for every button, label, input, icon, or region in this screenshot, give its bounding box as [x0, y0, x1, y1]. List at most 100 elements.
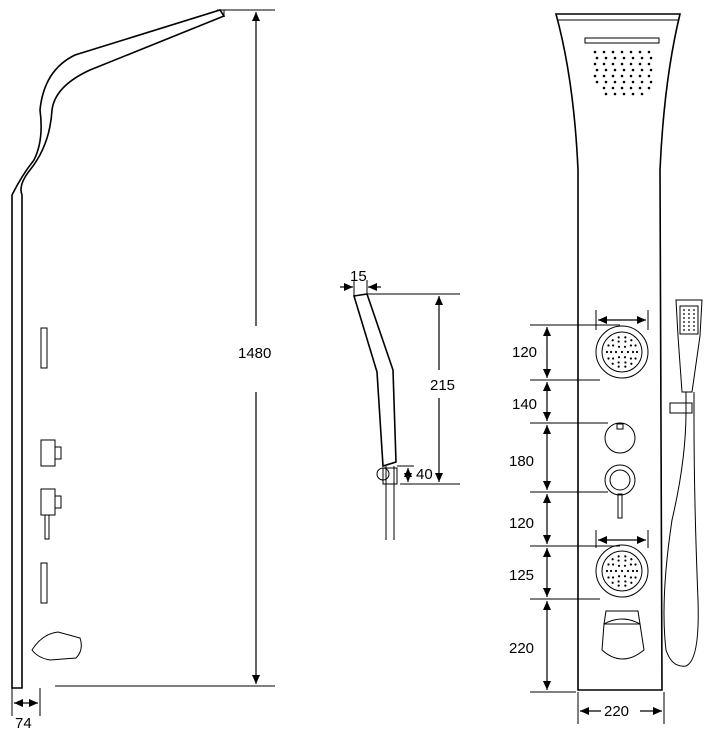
rain-nozzle [613, 92, 617, 96]
jet-nozzle [626, 350, 630, 354]
jet-nozzle [612, 357, 615, 360]
front-view: 120 140 180 120 125 220 220 [509, 13, 703, 724]
dim-handshower-top-width: 15 [350, 268, 367, 285]
rain-nozzle [629, 50, 633, 54]
front-view-body-jet-lower-ring [595, 544, 649, 598]
rain-nozzle [649, 80, 653, 84]
jet-nozzle [634, 576, 637, 579]
jet-nozzle [629, 576, 632, 579]
rain-nozzle [595, 80, 599, 84]
front-view-mixer-knob [604, 464, 636, 496]
rain-nozzle [620, 86, 624, 90]
rain-nozzle [620, 62, 624, 66]
jet-nozzle [623, 575, 627, 578]
rain-nozzle [613, 68, 617, 72]
rain-nozzle [631, 92, 635, 96]
jet-nozzle [623, 564, 627, 567]
front-hand-shower-face [679, 305, 699, 335]
jet-nozzle [635, 350, 639, 354]
rain-nozzle [595, 56, 599, 60]
rain-nozzle [638, 74, 642, 78]
jet-nozzle [620, 569, 624, 573]
front-view-body-jet-lower [601, 550, 643, 592]
jet-nozzle [630, 558, 633, 561]
rain-nozzle [602, 62, 606, 66]
rain-nozzle [649, 68, 653, 72]
rain-nozzle [593, 50, 597, 54]
jet-nozzle [620, 350, 624, 354]
front-hose [663, 392, 699, 667]
jet-nozzle [631, 569, 635, 573]
front-hand-shower [675, 299, 703, 393]
side-view: 1480 74 [11, 9, 275, 732]
front-hand-shower-nozzles [683, 309, 695, 331]
jet-nozzle [612, 563, 615, 566]
rain-nozzle [640, 92, 644, 96]
jet-nozzle [617, 564, 621, 567]
dim-depth: 74 [15, 715, 32, 732]
rain-nozzle [611, 50, 615, 54]
jet-nozzle [623, 356, 627, 359]
rain-nozzle [640, 68, 644, 72]
front-view-spout [601, 618, 645, 660]
dim-handshower-holder: 40 [416, 466, 433, 483]
hand-shower-nozzle [693, 325, 695, 327]
hand-shower-nozzle [683, 317, 685, 319]
jet-nozzle [617, 559, 620, 562]
rain-nozzle [593, 62, 597, 66]
rain-nozzle [629, 86, 633, 90]
front-view-mixer-lever [617, 493, 623, 519]
jet-nozzle [612, 344, 615, 347]
side-view-body-jet-lower [40, 562, 48, 604]
rain-nozzle [602, 74, 606, 78]
diverter-knob-mark [616, 423, 624, 430]
jet-nozzle [614, 350, 618, 354]
jet-nozzle [630, 581, 633, 584]
rain-nozzle [602, 50, 606, 54]
rain-nozzle [604, 68, 608, 72]
jet-nozzle [629, 563, 632, 566]
jet-nozzle [612, 576, 615, 579]
side-view-lever [44, 514, 50, 540]
jet-nozzle [617, 575, 621, 578]
rain-nozzle [611, 86, 615, 90]
hand-shower-nozzle [688, 309, 690, 311]
rain-nozzle [629, 62, 633, 66]
rain-nozzle [620, 50, 624, 54]
rain-nozzle [647, 86, 651, 90]
jet-nozzle [607, 357, 610, 360]
jet-nozzle [629, 357, 632, 360]
vertical-dimension-chain: 120 140 180 120 125 220 [509, 324, 620, 693]
jet-nozzle [607, 563, 610, 566]
jet-nozzle [614, 569, 618, 573]
jet-nozzle [611, 558, 614, 561]
hand-shower-nozzle [688, 321, 690, 323]
dim-spacing-3: 180 [509, 453, 534, 470]
rain-nozzle [629, 74, 633, 78]
front-view-spout-base [603, 610, 641, 625]
dim-spacing-5: 125 [509, 567, 534, 584]
rain-nozzle [649, 56, 653, 60]
hand-shower-nozzle [683, 329, 685, 331]
front-view-panel-outline [554, 13, 682, 691]
hand-shower-nozzle [683, 309, 685, 311]
dim-height-total: 1480 [238, 345, 271, 362]
jet-nozzle [624, 559, 627, 562]
hand-shower-view: 15 215 40 [340, 268, 460, 540]
hand-shower-nozzle [693, 321, 695, 323]
side-view-knob-2-cap [54, 495, 62, 509]
hand-shower-nozzle [693, 317, 695, 319]
hand-shower-nozzle [693, 309, 695, 311]
dim-panel-width: 220 [604, 703, 629, 720]
rain-nozzle [613, 80, 617, 84]
hand-shower-nozzle [683, 325, 685, 327]
jet-nozzle [605, 569, 609, 573]
jet-nozzle [623, 345, 627, 348]
jet-nozzle [617, 340, 620, 343]
rain-nozzle [604, 80, 608, 84]
rain-nozzle [611, 74, 615, 78]
hand-shower-outline [352, 293, 397, 468]
hand-shower-nozzle [693, 329, 695, 331]
dim-spacing-4: 120 [509, 515, 534, 532]
